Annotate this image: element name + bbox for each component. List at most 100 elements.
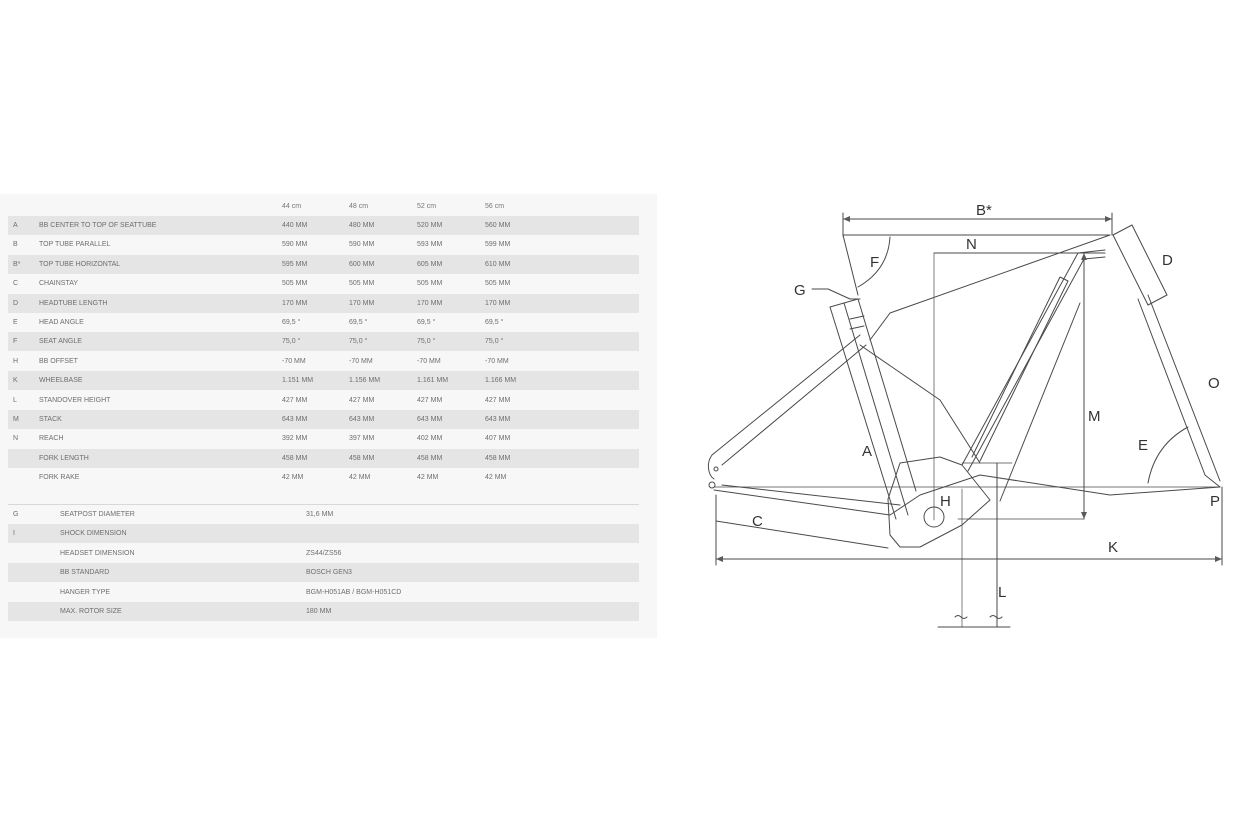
row-value: -70 MM [349, 357, 373, 365]
row-value: BGM-H051AB / BGM-H051CD [306, 588, 402, 596]
label-l: L [998, 584, 1006, 601]
seatpost-clamp [849, 325, 865, 330]
row-value: 643 MM [349, 416, 375, 423]
label-g: G [794, 282, 806, 299]
row-value: 170 MM [282, 299, 308, 307]
break-mark [954, 615, 968, 619]
row-value: 610 MM [485, 260, 511, 268]
row-code: K [13, 377, 18, 385]
row-value: 480 MM [349, 222, 375, 229]
seat-tube [857, 298, 917, 492]
row-label: BB CENTER TO TOP OF SEATTUBE [39, 222, 157, 229]
row-value: -70 MM [417, 357, 441, 365]
row-value: 458 MM [282, 454, 308, 462]
top-tube-upper [961, 249, 1106, 466]
table-divider [8, 504, 639, 505]
row-label: MAX. ROTOR SIZE [60, 608, 122, 615]
label-b-star: B* [976, 202, 992, 219]
label-o: O [1208, 375, 1220, 392]
row-value: 75,0 ° [485, 338, 504, 346]
dropout [707, 454, 715, 480]
row-value: BOSCH GEN3 [306, 569, 352, 577]
row-label: STACK [39, 416, 62, 423]
row-value: -70 MM [485, 357, 509, 365]
row-value: 170 MM [485, 299, 511, 307]
label-h: H [940, 493, 951, 510]
leader-line-g [811, 288, 861, 300]
row-label: TOP TUBE PARALLEL [39, 241, 111, 249]
label-a: A [862, 443, 872, 460]
dimension-line-c [715, 520, 889, 549]
row-value: 170 MM [349, 299, 375, 307]
spec-row: MAX. ROTOR SIZE 180 MM [8, 602, 639, 621]
row-value: 458 MM [349, 454, 375, 462]
seat-angle-reference [842, 234, 859, 296]
row-value: 643 MM [485, 416, 511, 423]
label-e: E [1138, 437, 1148, 454]
row-label: SHOCK DIMENSION [60, 530, 127, 538]
row-value: 180 MM [306, 608, 332, 615]
row-code: M [13, 416, 19, 423]
frame-geometry-diagram: B* N F G D O M A E H P C K L [707, 202, 1223, 628]
row-value: 590 MM [282, 241, 308, 249]
row-value: 458 MM [485, 454, 511, 462]
row-code: B* [13, 260, 21, 268]
row-value: 397 MM [349, 435, 375, 443]
row-value: 599 MM [485, 241, 511, 249]
head-tube [1112, 234, 1149, 306]
row-label: HEADSET DIMENSION [60, 549, 135, 557]
down-tube [999, 302, 1081, 502]
row-label: STANDOVER HEIGHT [39, 396, 111, 404]
row-value: 42 MM [349, 474, 371, 482]
row-label: WHEELBASE [39, 377, 83, 385]
row-value: 593 MM [417, 241, 443, 249]
row-label: HEAD ANGLE [39, 319, 84, 326]
row-code: I [13, 530, 15, 538]
label-n: N [966, 236, 977, 253]
row-value: 427 MM [485, 396, 511, 404]
seat-stay [721, 344, 867, 466]
fork [1137, 298, 1206, 476]
top-tube [859, 344, 981, 464]
seat-stay [711, 334, 861, 456]
row-label: CHAINSTAY [39, 280, 79, 288]
column-header-size: 56 cm [485, 203, 505, 210]
row-value: 505 MM [485, 280, 511, 288]
column-header-size: 48 cm [349, 203, 369, 210]
column-header-size: 52 cm [417, 203, 437, 210]
row-code: G [13, 511, 19, 518]
row-code: D [13, 299, 19, 307]
bottom-bracket [923, 506, 945, 528]
column-header-size: 44 cm [282, 203, 302, 210]
arrow-head [1215, 556, 1222, 562]
battery [971, 276, 1069, 462]
top-tube [869, 234, 1111, 341]
arrow-head [1081, 512, 1087, 519]
row-value: 427 MM [349, 396, 375, 404]
label-p: P [1210, 493, 1220, 510]
angle-arc-f [857, 236, 891, 288]
label-k: K [1108, 539, 1118, 556]
row-code: C [13, 280, 19, 288]
label-c: C [752, 513, 763, 530]
chainstay-upper [721, 484, 901, 506]
row-label: TOP TUBE HORIZONTAL [39, 260, 121, 268]
row-value: 42 MM [485, 474, 507, 482]
head-tube [1112, 224, 1133, 236]
dropout-axle [708, 481, 716, 489]
row-value: 75,0 ° [349, 338, 368, 346]
row-label: FORK RAKE [39, 474, 80, 482]
dropout-bolt [713, 466, 719, 472]
row-value: 75,0 ° [417, 338, 436, 346]
